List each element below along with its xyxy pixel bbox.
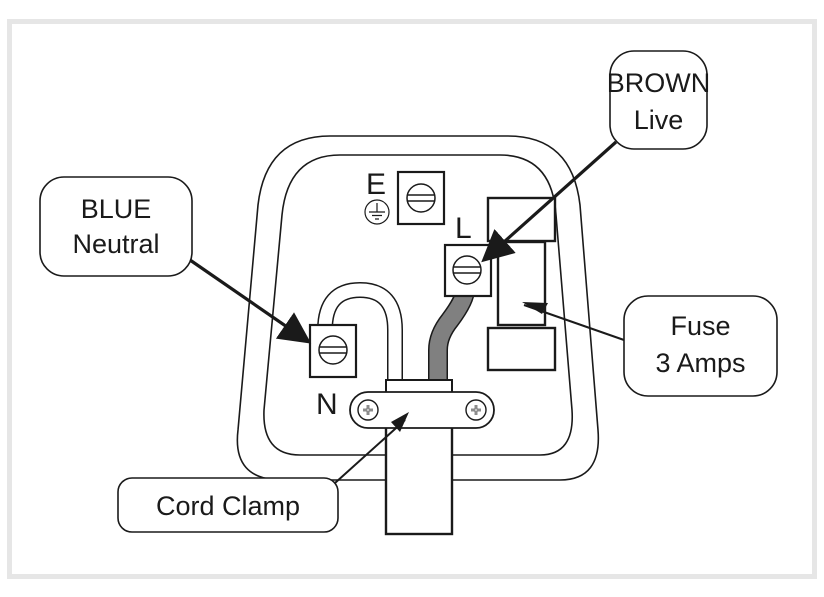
cord-clamp-leader (334, 419, 406, 484)
callout-live-line2: Live (634, 105, 684, 135)
callout-neutral: BLUE Neutral (39, 176, 193, 277)
fuse (486, 196, 557, 372)
cord-clamp-bar (349, 391, 495, 429)
callout-live-line1: BROWN (607, 68, 711, 98)
clamp-screw-right (465, 399, 487, 421)
callout-neutral-line1: BLUE (81, 194, 152, 224)
live-letter: L (455, 212, 472, 245)
cable (384, 424, 454, 536)
live-terminal (443, 243, 493, 298)
plug-inner-outline (263, 154, 573, 456)
cord-clamp-arrowhead (391, 412, 409, 432)
callout-fuse-line1: Fuse (670, 311, 730, 341)
neutral-letter: N (316, 388, 338, 421)
callout-neutral-line2: Neutral (72, 229, 159, 259)
callout-cord-clamp-line1: Cord Clamp (156, 491, 300, 521)
neutral-arrow (189, 258, 312, 344)
plug-outer-outline (236, 135, 600, 481)
neutral-terminal (308, 323, 358, 379)
callout-cord-clamp: Cord Clamp (117, 477, 339, 533)
earth-letter: E (366, 168, 386, 201)
earth-terminal (396, 170, 446, 226)
live-arrow (481, 140, 618, 263)
earth-ground-icon (364, 199, 390, 225)
callout-fuse: Fuse 3 Amps (623, 295, 778, 397)
callout-live: BROWN Live (607, 50, 711, 150)
clamp-screw-left (357, 399, 379, 421)
fuse-arrowhead (522, 302, 548, 314)
callout-fuse-line2: 3 Amps (655, 348, 745, 378)
